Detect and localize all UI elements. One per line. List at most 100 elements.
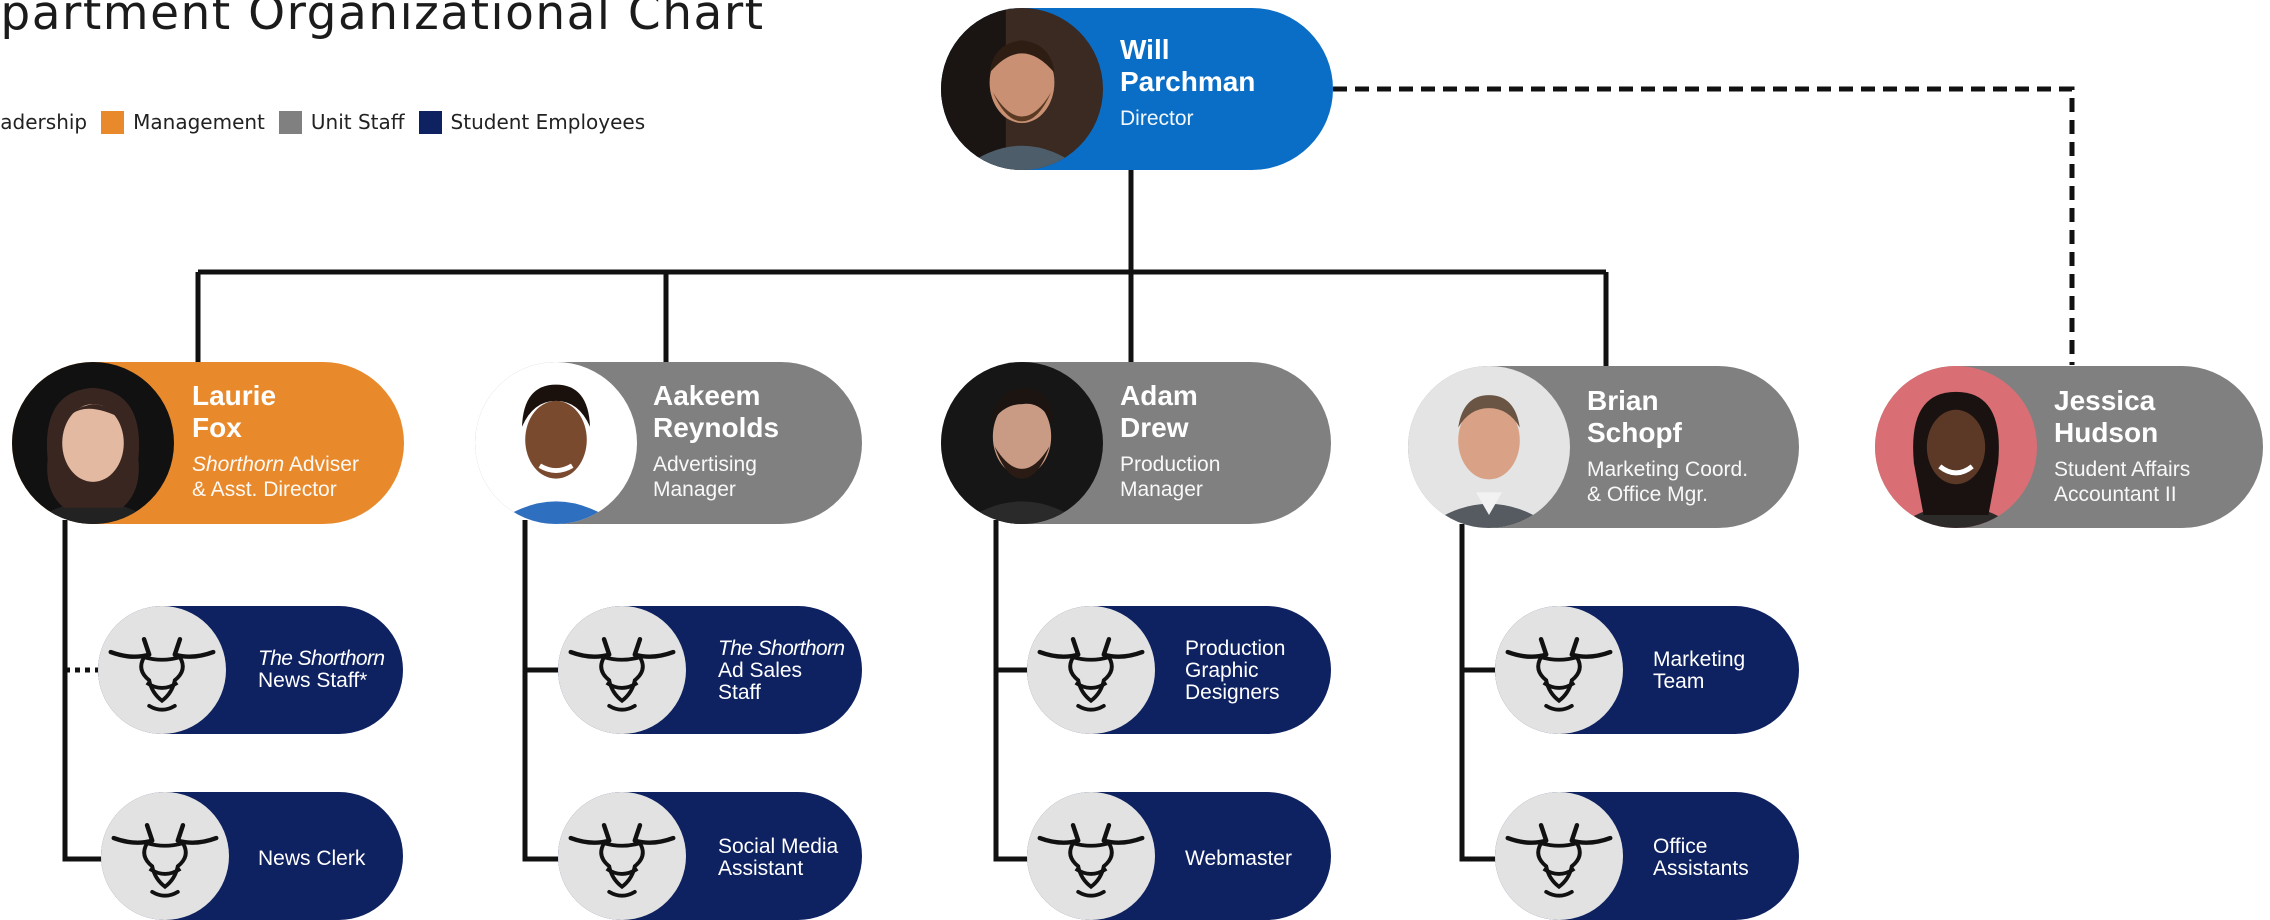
- manager-role-line1: Student Affairs: [2054, 458, 2191, 481]
- manager-name-line2: Drew: [1120, 412, 1189, 443]
- manager-name-hudson: Jessica Hudson: [2054, 385, 2190, 449]
- student-team-emblem: [558, 792, 686, 920]
- student-team-line2: News Staff*: [258, 669, 368, 692]
- manager-photo-drew: [941, 362, 1103, 524]
- manager-role-line1: Production: [1120, 453, 1221, 476]
- chart-title: epartment Organizational Chart: [0, 0, 765, 41]
- manager-name-line1: Aakeem: [653, 380, 761, 411]
- manager-name-schopf: Brian Schopf: [1587, 385, 1748, 449]
- student-team-label: Webmaster: [1185, 848, 1292, 870]
- longhorn-bull-icon: [568, 637, 676, 712]
- manager-role-line2: Accountant II: [2054, 483, 2177, 506]
- manager-photo-schopf: [1408, 366, 1570, 528]
- manager-role-line2: & Asst. Director: [192, 478, 337, 501]
- student-team-line2: Team: [1653, 670, 1705, 693]
- director-photo: [941, 8, 1103, 170]
- student-team-label: The Shorthorn Ad Sales Staff: [718, 637, 845, 704]
- director-name: Will Parchman: [1120, 34, 1255, 98]
- manager-name-drew: Adam Drew: [1120, 380, 1220, 444]
- person-photo-icon: [941, 362, 1103, 524]
- longhorn-bull-icon: [1037, 823, 1145, 898]
- student-team-line2: Assistant: [718, 857, 804, 880]
- manager-text-fox: Laurie Fox Shorthorn Adviser & Asst. Dir…: [192, 380, 359, 502]
- manager-photo-reynolds: [475, 362, 637, 524]
- longhorn-bull-icon: [568, 823, 676, 898]
- student-team-label: Office Assistants: [1653, 836, 1749, 880]
- legend-swatch-student-employees: [418, 110, 442, 134]
- person-photo-icon: [941, 8, 1103, 170]
- student-team-emblem: [1027, 606, 1155, 734]
- student-team-line1: News Clerk: [258, 847, 366, 870]
- director-name-line1: Will: [1120, 34, 1170, 65]
- student-team-line1: Office: [1653, 835, 1708, 858]
- manager-name-line2: Reynolds: [653, 412, 780, 443]
- manager-role-line1: Advertising: [653, 453, 757, 476]
- manager-name-line2: Hudson: [2054, 417, 2159, 448]
- connector-drew-down: [993, 520, 1027, 862]
- student-team-line3: Staff: [718, 681, 761, 704]
- student-team-emblem: [1495, 792, 1623, 920]
- student-team-label: Marketing Team: [1653, 649, 1745, 693]
- manager-text-hudson: Jessica Hudson Student Affairs Accountan…: [2054, 385, 2190, 507]
- longhorn-bull-icon: [1505, 823, 1613, 898]
- manager-photo-hudson: [1875, 366, 2037, 528]
- longhorn-bull-icon: [111, 823, 219, 898]
- legend-label-student-employees: Student Employees: [450, 110, 646, 134]
- director-role: Director: [1120, 106, 1255, 131]
- director-text: Will Parchman Director: [1120, 34, 1255, 131]
- student-team-label: The Shorthorn News Staff*: [258, 648, 385, 692]
- connector-schopf-down: [1459, 524, 1495, 862]
- manager-role-drew: Production Manager: [1120, 452, 1220, 502]
- manager-name-line2: Schopf: [1587, 417, 1682, 448]
- manager-role-line1: Shorthorn Adviser: [192, 452, 359, 477]
- legend-swatch-management: [101, 110, 125, 134]
- student-team-line2: Graphic: [1185, 659, 1259, 682]
- student-team-label: Production Graphic Designers: [1185, 638, 1285, 704]
- student-team-label: Social Media Assistant: [718, 836, 838, 880]
- manager-name-line1: Brian: [1587, 385, 1659, 416]
- person-photo-icon: [1408, 366, 1570, 528]
- manager-role-line2: Manager: [653, 478, 736, 501]
- director-role-line1: Director: [1120, 107, 1194, 130]
- manager-name-line2: Fox: [192, 412, 242, 443]
- manager-name-fox: Laurie Fox: [192, 380, 359, 444]
- manager-role-hudson: Student Affairs Accountant II: [2054, 457, 2190, 507]
- manager-role-line2: & Office Mgr.: [1587, 483, 1708, 506]
- manager-name-line1: Jessica: [2054, 385, 2156, 416]
- manager-role-line1: Marketing Coord.: [1587, 458, 1749, 481]
- manager-name-reynolds: Aakeem Reynolds: [653, 380, 779, 444]
- manager-text-reynolds: Aakeem Reynolds Advertising Manager: [653, 380, 779, 502]
- connector-fox-down: [62, 520, 101, 862]
- student-team-label: News Clerk: [258, 848, 365, 870]
- student-team-line1: Social Media: [718, 835, 839, 858]
- legend-label-leadership: eadership: [0, 110, 88, 134]
- longhorn-bull-icon: [1505, 637, 1613, 712]
- student-team-emblem: [98, 606, 226, 734]
- legend-item-management: Management: [101, 110, 265, 134]
- student-team-line2: Assistants: [1653, 857, 1749, 880]
- legend-label-management: Management: [133, 110, 265, 134]
- manager-photo-fox: [12, 362, 174, 524]
- student-team-line1: The Shorthorn: [718, 637, 845, 660]
- legend: eadership Management Unit Staff Student …: [0, 110, 659, 134]
- manager-name-line1: Laurie: [192, 380, 277, 411]
- student-team-line3: Designers: [1185, 681, 1280, 704]
- manager-role-rest: Adviser: [284, 453, 359, 476]
- legend-swatch-unit-staff: [278, 110, 302, 134]
- legend-item-leadership: eadership: [0, 110, 87, 134]
- student-team-emblem: [101, 792, 229, 920]
- person-photo-icon: [12, 362, 174, 524]
- student-team-emblem: [1027, 792, 1155, 920]
- connector-dashed-hudson: [1333, 86, 2075, 365]
- manager-role-fox: Shorthorn Adviser & Asst. Director: [192, 452, 359, 502]
- manager-role-emphasis: Shorthorn: [192, 453, 285, 476]
- longhorn-bull-icon: [108, 637, 216, 712]
- student-team-emblem: [1495, 606, 1623, 734]
- legend-item-student-employees: Student Employees: [418, 110, 646, 134]
- legend-label-unit-staff: Unit Staff: [310, 110, 405, 134]
- connector-reynolds-down: [522, 520, 558, 862]
- manager-text-schopf: Brian Schopf Marketing Coord. & Office M…: [1587, 385, 1748, 507]
- person-photo-icon: [1875, 366, 2037, 528]
